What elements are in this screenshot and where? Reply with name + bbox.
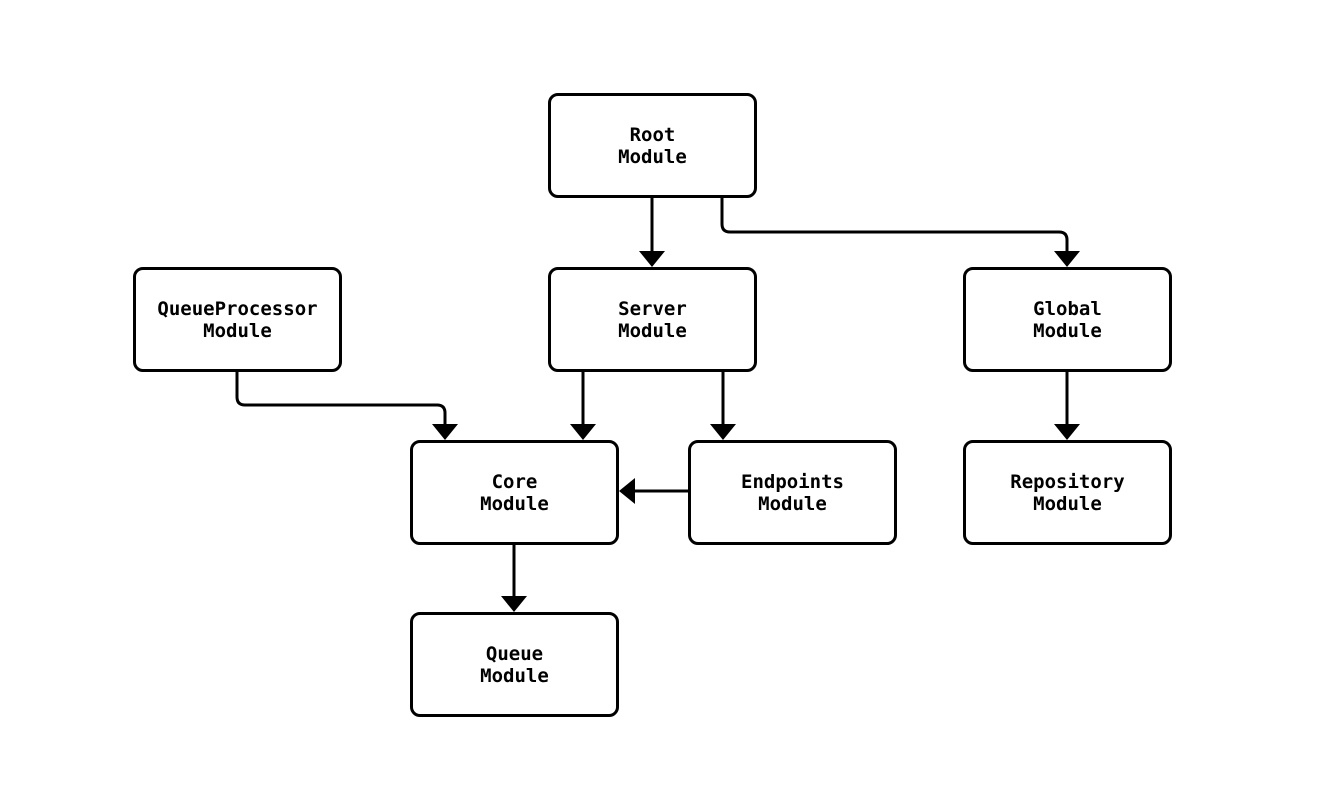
node-queue-module: Queue Module	[410, 612, 619, 717]
edge-core-to-queue	[501, 545, 527, 612]
node-core-module-label: Core Module	[480, 470, 549, 515]
edge-queue-processor-to-core	[235, 372, 458, 440]
node-global-module-label: Global Module	[1033, 297, 1102, 342]
node-server-module-label: Server Module	[618, 297, 687, 342]
node-endpoints-module: Endpoints Module	[688, 440, 897, 545]
node-endpoints-module-label: Endpoints Module	[741, 470, 844, 515]
node-global-module: Global Module	[963, 267, 1172, 372]
node-repository-module: Repository Module	[963, 440, 1172, 545]
edge-root-to-global	[720, 198, 1080, 267]
node-queue-processor-module: QueueProcessor Module	[133, 267, 342, 372]
node-root-module-label: Root Module	[618, 123, 687, 168]
node-repository-module-label: Repository Module	[1010, 470, 1125, 515]
node-server-module: Server Module	[548, 267, 757, 372]
edge-endpoints-to-core	[619, 478, 688, 504]
edge-root-to-server	[639, 198, 665, 267]
edge-server-to-core	[570, 372, 596, 440]
node-queue-module-label: Queue Module	[480, 642, 549, 687]
edge-server-to-endpoints	[710, 372, 736, 440]
edge-global-to-repository	[1054, 372, 1080, 440]
node-queue-processor-module-label: QueueProcessor Module	[157, 297, 318, 342]
node-core-module: Core Module	[410, 440, 619, 545]
node-root-module: Root Module	[548, 93, 757, 198]
